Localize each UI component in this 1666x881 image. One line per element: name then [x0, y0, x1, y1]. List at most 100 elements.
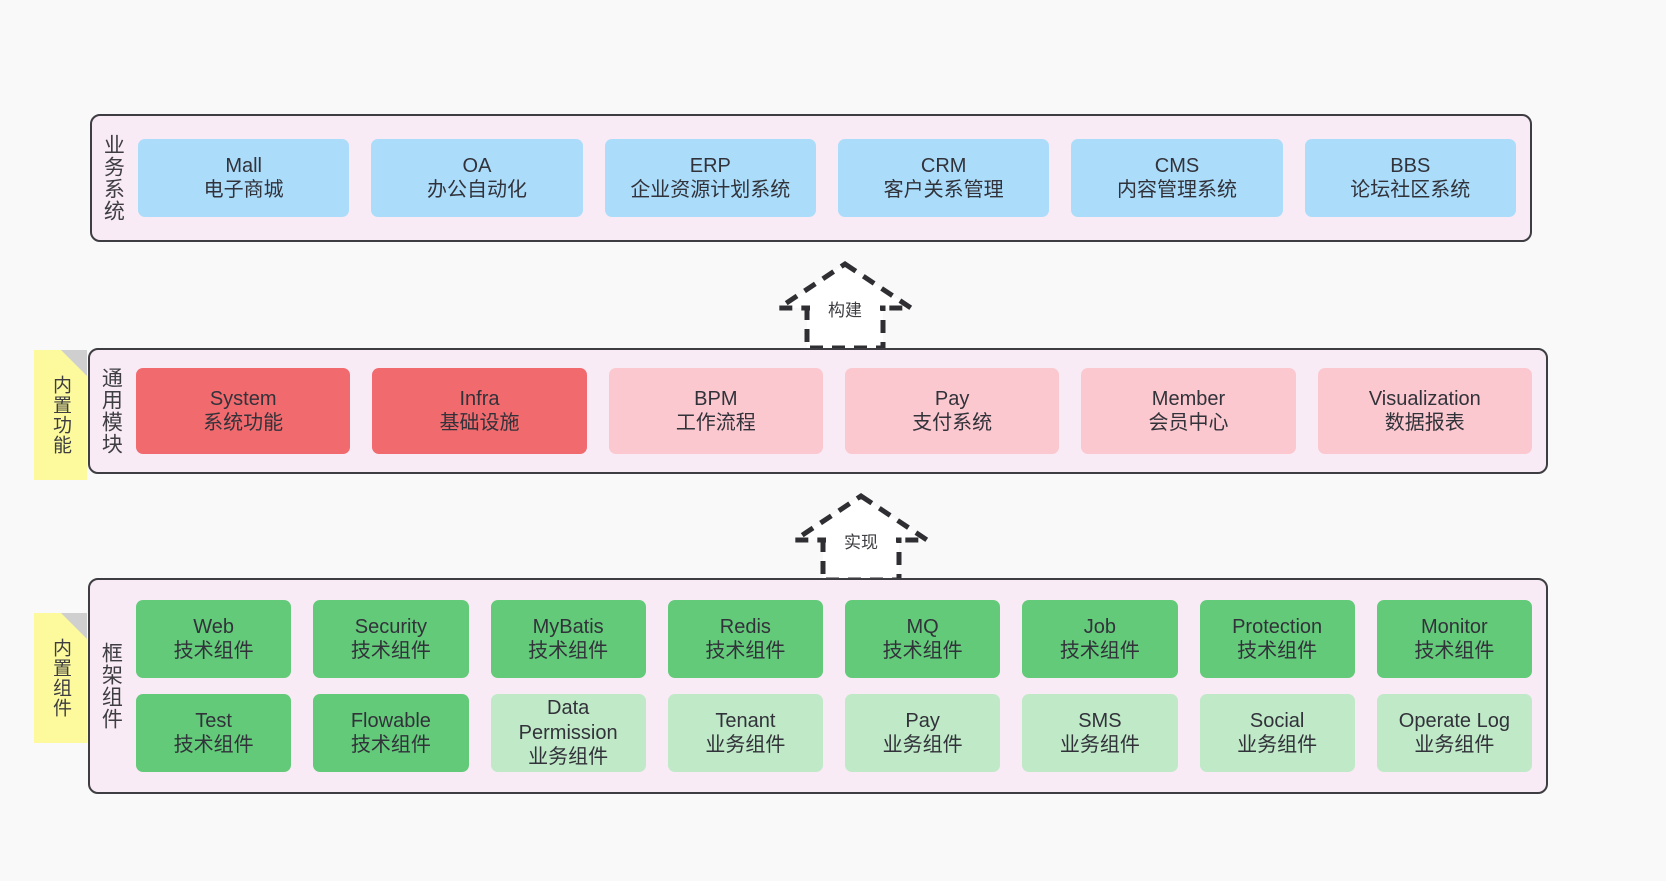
sticky-note-label: 内置功能 [50, 375, 71, 455]
sticky-note-label: 内置组件 [50, 638, 71, 718]
card-title-cn: 系统功能 [203, 412, 284, 434]
card-title-cn: 支付系统 [912, 412, 993, 434]
card-title-cn: 技术组件 [1237, 640, 1318, 662]
card-title-en: MyBatis [532, 615, 604, 638]
card-title-cn: 办公自动化 [426, 179, 527, 201]
connector-build: 构建 [770, 258, 920, 350]
card-bpm[interactable]: BPM 工作流程 [608, 368, 823, 454]
card-title-cn: 业务组件 [1059, 734, 1140, 756]
layer-title-business-system: 业务系统 [101, 134, 125, 222]
card-title-en: Flowable [350, 709, 431, 732]
sticky-note-builtin-function: 内置功能 [34, 350, 87, 480]
card-title-cn: 业务组件 [1237, 734, 1318, 756]
card-title-en: CRM [920, 154, 967, 177]
card-tenant[interactable]: Tenant 业务组件 [667, 694, 823, 772]
card-title-cn: 业务组件 [1414, 734, 1495, 756]
card-title-en: Mall [225, 154, 262, 177]
card-title-en: MQ [906, 615, 939, 638]
card-title-cn: 数据报表 [1384, 412, 1465, 434]
card-mq[interactable]: MQ 技术组件 [845, 600, 1001, 678]
card-mall[interactable]: Mall 电子商城 [138, 139, 350, 217]
card-title-cn: 业务组件 [528, 746, 609, 769]
card-title-en: Pay [934, 387, 970, 410]
card-title-en: SMS [1078, 709, 1122, 732]
card-title-en: BBS [1390, 154, 1431, 177]
card-title-en: CMS [1154, 154, 1200, 177]
card-pay-component[interactable]: Pay 业务组件 [845, 694, 1001, 772]
card-test[interactable]: Test 技术组件 [136, 694, 292, 772]
card-pay-module[interactable]: Pay 支付系统 [844, 368, 1060, 454]
card-title-cn: 业务组件 [882, 734, 963, 756]
card-operate-log[interactable]: Operate Log 业务组件 [1376, 694, 1532, 772]
card-title-cn: 技术组件 [1414, 640, 1495, 662]
card-row: Mall 电子商城 OA 办公自动化 ERP 企业资源计划系统 CRM 客户关系… [138, 139, 1516, 217]
folded-corner-icon [61, 613, 87, 639]
card-title-en: Security [354, 615, 427, 638]
card-web[interactable]: Web 技术组件 [136, 600, 292, 678]
card-title-en: ERP [689, 154, 731, 177]
card-title-en: BPM [694, 387, 738, 410]
card-visualization[interactable]: Visualization 数据报表 [1317, 368, 1532, 454]
card-title-cn: 企业资源计划系统 [630, 179, 791, 201]
layer-body-common-module: System 系统功能 Infra 基础设施 BPM 工作流程 Pay 支付系统… [130, 350, 1546, 472]
layer-title-common-module: 通用模块 [99, 367, 123, 455]
card-title-en: Operate Log [1398, 709, 1510, 732]
card-security[interactable]: Security 技术组件 [313, 600, 469, 678]
card-bbs[interactable]: BBS 论坛社区系统 [1304, 139, 1516, 217]
card-title-cn: 内容管理系统 [1116, 179, 1237, 201]
card-infra[interactable]: Infra 基础设施 [372, 368, 587, 454]
card-title-cn: 电子商城 [203, 179, 284, 201]
connector-implement-label: 实现 [844, 533, 878, 552]
card-title-cn: 技术组件 [705, 640, 786, 662]
sticky-note-builtin-component: 内置组件 [34, 613, 87, 743]
card-title-en: System [209, 387, 277, 410]
card-title-cn: 技术组件 [350, 640, 431, 662]
connector-implement: 实现 [786, 490, 936, 582]
layer-business-system: 业务系统 Mall 电子商城 OA 办公自动化 ERP 企业资源计划系统 CRM… [90, 114, 1532, 242]
card-title-cn: 论坛社区系统 [1350, 179, 1471, 201]
card-data-permission[interactable]: Data Permission 业务组件 [490, 694, 646, 772]
layer-framework-component: 框架组件 Web 技术组件 Security 技术组件 MyBatis 技术组件… [88, 578, 1548, 794]
card-title-en: Monitor [1421, 615, 1488, 638]
card-social[interactable]: Social 业务组件 [1199, 694, 1355, 772]
card-title-en: Infra [459, 387, 500, 410]
card-mybatis[interactable]: MyBatis 技术组件 [490, 600, 646, 678]
card-row: Web 技术组件 Security 技术组件 MyBatis 技术组件 Redi… [136, 600, 1532, 678]
card-protection[interactable]: Protection 技术组件 [1199, 600, 1355, 678]
card-title-en: Protection [1232, 615, 1323, 638]
card-title-en: Social [1249, 709, 1305, 732]
card-title-en: Redis [719, 615, 771, 638]
card-title-en: Job [1083, 615, 1116, 638]
card-erp[interactable]: ERP 企业资源计划系统 [604, 139, 816, 217]
card-monitor[interactable]: Monitor 技术组件 [1376, 600, 1532, 678]
card-title-cn: 技术组件 [528, 640, 609, 662]
card-title-cn: 技术组件 [1059, 640, 1140, 662]
card-flowable[interactable]: Flowable 技术组件 [313, 694, 469, 772]
card-oa[interactable]: OA 办公自动化 [371, 139, 583, 217]
layer-common-module: 通用模块 System 系统功能 Infra 基础设施 BPM 工作流程 Pay… [88, 348, 1548, 474]
card-sms[interactable]: SMS 业务组件 [1022, 694, 1178, 772]
card-cms[interactable]: CMS 内容管理系统 [1071, 139, 1283, 217]
card-title-en: Member [1151, 387, 1226, 410]
layer-body-framework-component: Web 技术组件 Security 技术组件 MyBatis 技术组件 Redi… [130, 580, 1546, 792]
layer-title-framework-component: 框架组件 [99, 642, 123, 730]
card-title-cn: 工作流程 [675, 412, 756, 434]
card-title-cn: 客户关系管理 [883, 179, 1004, 201]
card-row: System 系统功能 Infra 基础设施 BPM 工作流程 Pay 支付系统… [136, 368, 1532, 454]
card-job[interactable]: Job 技术组件 [1022, 600, 1178, 678]
card-title-cn: 会员中心 [1148, 412, 1229, 434]
card-title-cn: 技术组件 [882, 640, 963, 662]
layer-body-business-system: Mall 电子商城 OA 办公自动化 ERP 企业资源计划系统 CRM 客户关系… [132, 116, 1530, 240]
card-title-cn: 基础设施 [439, 412, 520, 434]
card-member[interactable]: Member 会员中心 [1081, 368, 1296, 454]
card-crm[interactable]: CRM 客户关系管理 [837, 139, 1050, 217]
card-title-en: Pay [905, 709, 940, 732]
card-redis[interactable]: Redis 技术组件 [667, 600, 823, 678]
card-title-en: Visualization [1368, 387, 1481, 410]
card-title-cn: 业务组件 [705, 734, 786, 756]
card-title-en: OA [462, 154, 492, 177]
card-system[interactable]: System 系统功能 [136, 368, 351, 454]
card-title-en: Data Permission [518, 697, 618, 744]
card-title-en: Web [193, 615, 234, 638]
